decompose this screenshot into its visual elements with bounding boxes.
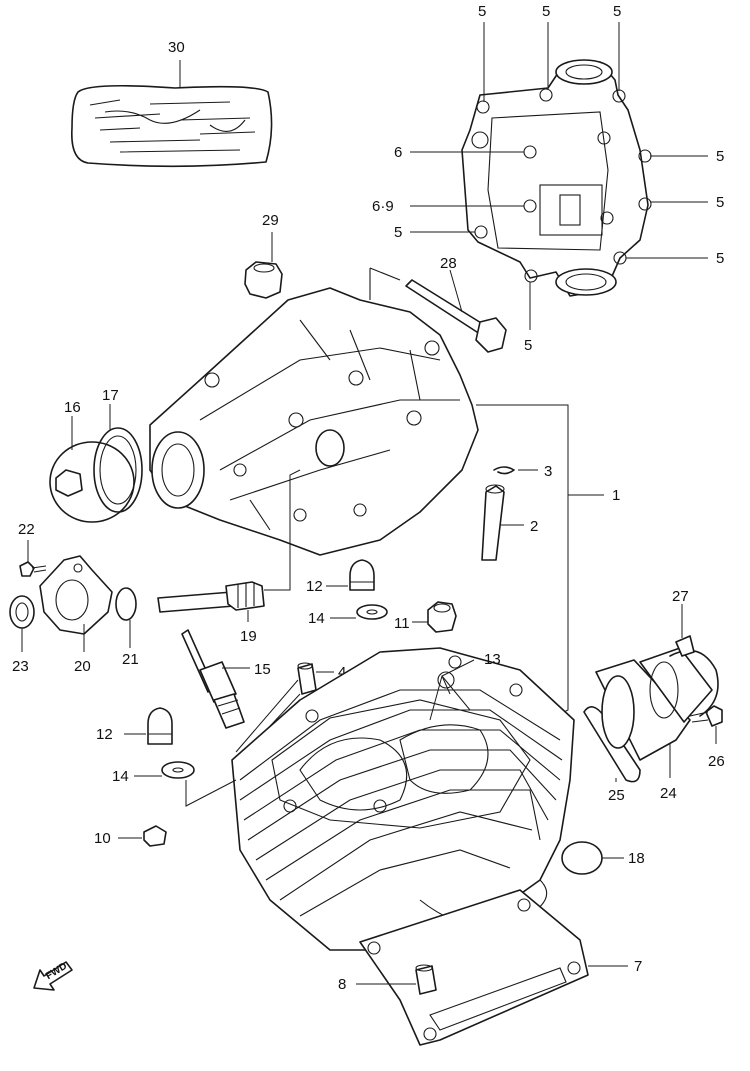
part-20-tensioner-body bbox=[39, 555, 113, 635]
callout-23: 23 bbox=[12, 658, 29, 675]
callout-19: 19 bbox=[240, 628, 257, 645]
callout-2: 2 bbox=[530, 518, 538, 535]
callout-28: 28 bbox=[440, 255, 457, 272]
callout-5g: 5 bbox=[524, 337, 532, 354]
leader-28 bbox=[449, 269, 463, 313]
leader-19-link bbox=[264, 469, 301, 591]
callout-5f: 5 bbox=[716, 250, 724, 267]
part-19-tacho-gear bbox=[157, 581, 265, 613]
part-17-o-ring bbox=[93, 427, 143, 513]
callout-12a: 12 bbox=[306, 578, 323, 595]
part-14-washer-lower bbox=[161, 761, 195, 779]
part-8-dowel-pin bbox=[415, 964, 437, 995]
callout-10: 10 bbox=[94, 830, 111, 847]
part-30-sealant-pack bbox=[71, 84, 273, 168]
part-18-plug-cap bbox=[561, 841, 603, 875]
callout-12b: 12 bbox=[96, 726, 113, 743]
callout-20: 20 bbox=[74, 658, 91, 675]
part-10-plug bbox=[143, 825, 167, 847]
part-26-bolt bbox=[689, 705, 723, 727]
callout-27: 27 bbox=[672, 588, 689, 605]
part-22-screw bbox=[19, 561, 47, 577]
callout-1: 1 bbox=[612, 487, 620, 504]
fwd-arrow-icon: FWD bbox=[33, 961, 73, 991]
part-head-cover bbox=[461, 59, 652, 297]
callout-26: 26 bbox=[708, 753, 725, 770]
callout-13: 13 bbox=[484, 651, 501, 668]
part-12-cap-nut-lower bbox=[147, 707, 173, 745]
callout-5h: 5 bbox=[394, 224, 402, 241]
callout-4: 4 bbox=[338, 664, 346, 681]
part-cylinder-block bbox=[231, 647, 575, 951]
part-24-intake-pipe bbox=[595, 647, 713, 761]
callout-6: 6 bbox=[394, 144, 402, 161]
callout-5e: 5 bbox=[716, 194, 724, 211]
callout-14a: 14 bbox=[308, 610, 325, 627]
callout-22: 22 bbox=[18, 521, 35, 538]
part-3-clip bbox=[493, 466, 515, 475]
callout-30: 30 bbox=[168, 39, 185, 56]
callout-16: 16 bbox=[64, 399, 81, 416]
part-4-dowel-pin bbox=[297, 662, 317, 695]
callout-5a: 5 bbox=[478, 3, 486, 20]
part-15-spark-plug bbox=[181, 629, 245, 729]
callout-14b: 14 bbox=[112, 768, 129, 785]
callout-11: 11 bbox=[394, 615, 410, 632]
callout-15: 15 bbox=[254, 661, 271, 678]
part-16-cap bbox=[49, 441, 135, 523]
callout-7: 7 bbox=[634, 958, 642, 975]
part-12-cap-nut-upper bbox=[349, 559, 375, 591]
part-27-clamp bbox=[669, 635, 719, 717]
callout-18: 18 bbox=[628, 850, 645, 867]
callout-25: 25 bbox=[608, 787, 625, 804]
part-23-plug bbox=[9, 595, 35, 629]
callout-29: 29 bbox=[262, 212, 279, 229]
callout-5b: 5 bbox=[542, 3, 550, 20]
part-28-bolt bbox=[405, 279, 507, 353]
part-14-washer-upper bbox=[356, 604, 388, 620]
part-29-cap-nut bbox=[244, 261, 283, 299]
part-1-cylinder-head bbox=[149, 267, 479, 556]
leader-13 bbox=[429, 659, 475, 721]
callout-5d: 5 bbox=[716, 148, 724, 165]
part-2-valve-guide bbox=[481, 484, 505, 561]
part-11-nut bbox=[427, 601, 457, 633]
part-21-gasket bbox=[115, 587, 137, 621]
callout-3: 3 bbox=[544, 463, 552, 480]
callout-24: 24 bbox=[660, 785, 677, 802]
callout-21: 21 bbox=[122, 651, 139, 668]
callout-17: 17 bbox=[102, 387, 119, 404]
leader-14-to-block bbox=[185, 779, 237, 807]
part-7-base-gasket bbox=[359, 889, 589, 1046]
callout-6-9: 6·9 bbox=[372, 198, 394, 215]
callout-5c: 5 bbox=[613, 3, 621, 20]
callout-8: 8 bbox=[338, 976, 346, 993]
